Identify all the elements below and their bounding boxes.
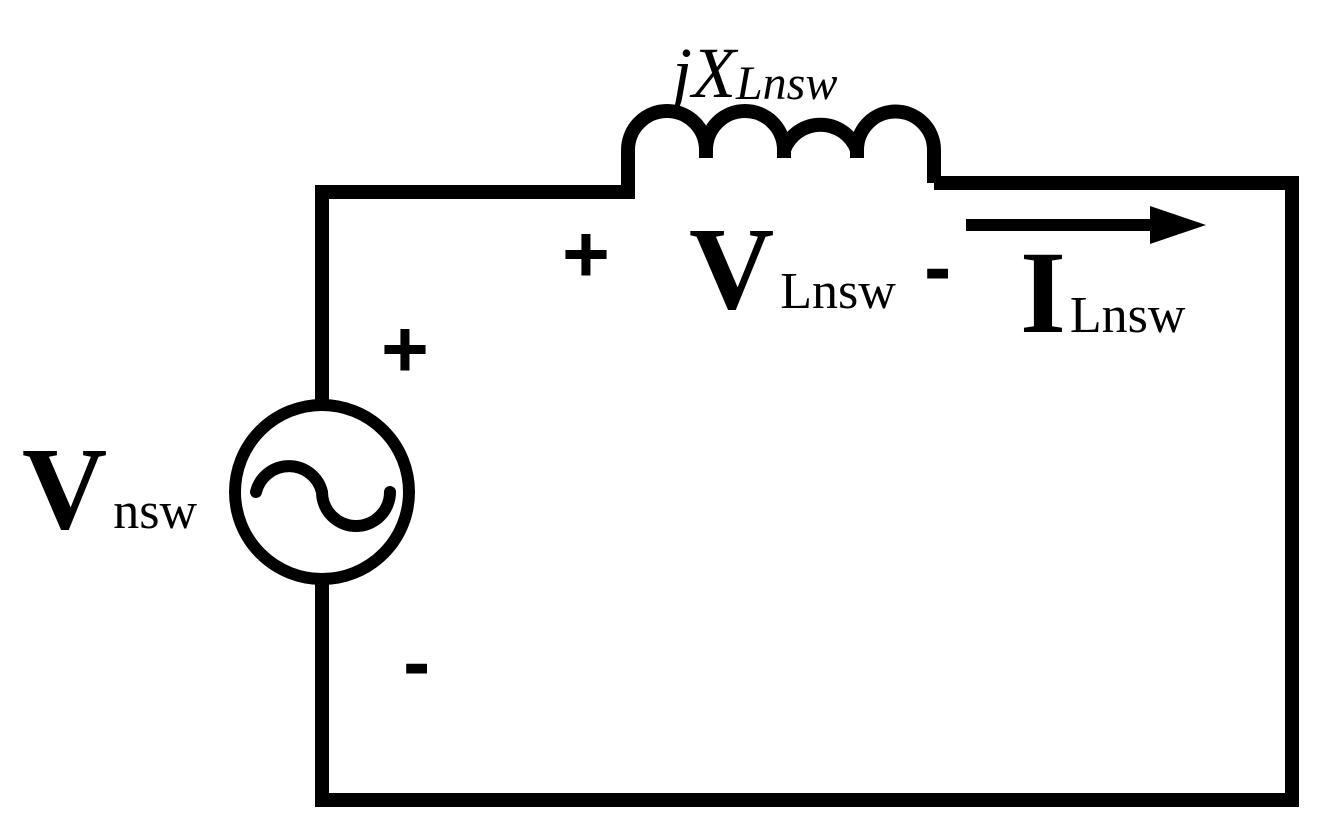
source-voltage-label-sub: nsw — [113, 483, 197, 540]
source-minus-sign: - — [403, 617, 430, 708]
current-label: ILnsw — [1020, 227, 1186, 358]
inductor-plus-sign: + — [562, 209, 610, 300]
inductor-voltage-label-main: V — [689, 203, 774, 334]
source-plus-sign: + — [381, 304, 429, 395]
ac-voltage-source-icon — [229, 399, 415, 585]
current-label-main: I — [1020, 227, 1066, 358]
inductor-minus-sign: - — [924, 222, 951, 313]
inductor-icon — [621, 104, 941, 183]
source-voltage-label-main: V — [22, 423, 107, 554]
circuit-wire — [315, 176, 1299, 807]
current-label-sub: Lnsw — [1070, 287, 1186, 344]
reactance-label-main: jX — [664, 33, 739, 113]
inductor-voltage-label-sub: Lnsw — [780, 263, 896, 320]
circuit-wire — [315, 183, 635, 403]
current-arrow-icon — [966, 206, 1206, 244]
reactance-label-sub: Lnsw — [735, 57, 837, 110]
reactance-label: jXLnsw — [664, 33, 837, 113]
